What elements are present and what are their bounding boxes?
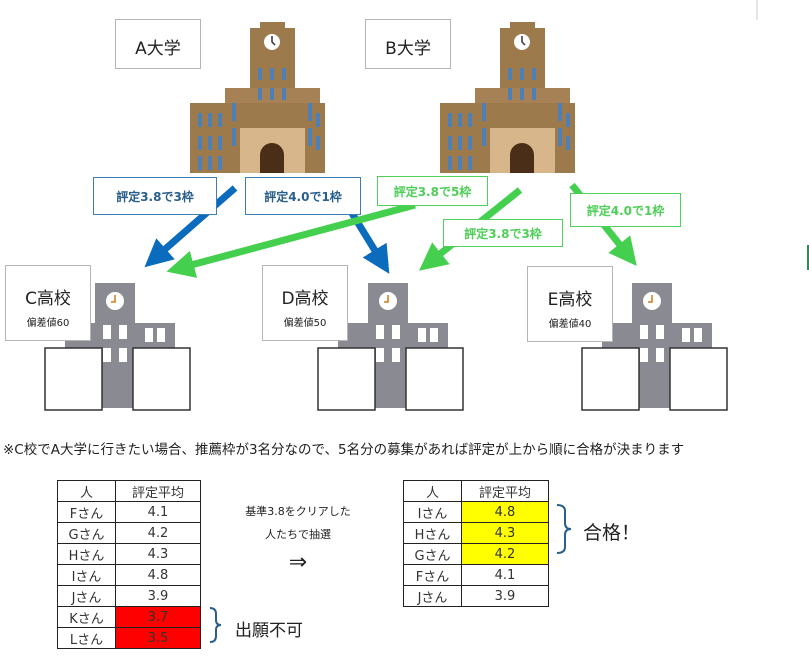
- cell: 3.9: [115, 585, 201, 607]
- arrow-a-c: [144, 185, 238, 268]
- rule-b-d: 評定3.8で3枠: [443, 219, 563, 247]
- cell: Hさん: [57, 543, 116, 565]
- cell: Kさん: [57, 606, 116, 628]
- cell: Iさん: [57, 564, 116, 586]
- middle-line1: 基準3.8をクリアした: [245, 505, 351, 518]
- university-b-building: [439, 21, 576, 174]
- school-name: C高校: [25, 289, 71, 309]
- school-deviation: 偏差値50: [283, 318, 327, 329]
- school-deviation: 偏差値40: [548, 319, 592, 330]
- cell: Gさん: [57, 522, 116, 544]
- passed-label: 合格！: [583, 522, 641, 544]
- passed-cell: 4.8: [461, 501, 549, 523]
- passed-cell: 4.2: [461, 543, 549, 565]
- cell: Iさん: [403, 501, 462, 523]
- rejected-brace-icon: [209, 607, 222, 643]
- middle-line2: 人たちで抽選: [265, 528, 331, 541]
- rule-b-c: 評定3.8で5枠: [377, 176, 488, 206]
- school-name: E高校: [547, 290, 593, 310]
- university-name: B大学: [385, 39, 431, 59]
- school-c-label: C高校偏差値60: [5, 265, 91, 341]
- school-d-label: D高校偏差値50: [262, 265, 348, 341]
- cell: Gさん: [403, 543, 462, 565]
- header-cell: 評定平均: [115, 480, 201, 502]
- header-cell: 人: [57, 480, 116, 502]
- university-a-label: A大学: [115, 19, 201, 69]
- cell: Hさん: [403, 522, 462, 544]
- cell: Fさん: [57, 501, 116, 523]
- header-cell: 人: [403, 480, 462, 502]
- right-arrow-icon: ⇒: [288, 550, 308, 575]
- table-header: 人評定平均: [57, 480, 201, 502]
- rule-b-e: 評定4.0で1枠: [570, 193, 681, 227]
- university-a-building: [189, 21, 326, 174]
- university-b-label: B大学: [365, 19, 451, 69]
- arrow-b-c: [166, 201, 416, 278]
- note-text: ※C校でA大学に行きたい場合、推薦枠が3名分なので、5名分の募集があれば評定が上…: [3, 442, 685, 458]
- passed-brace-icon: [556, 504, 572, 554]
- cell: Fさん: [403, 564, 462, 586]
- school-deviation: 偏差値60: [26, 318, 70, 329]
- cell: Lさん: [57, 627, 116, 649]
- header-cell: 評定平均: [461, 480, 549, 502]
- cell: 3.9: [461, 585, 549, 607]
- cell: 4.1: [461, 564, 549, 586]
- rejected-cell: 3.7: [115, 606, 201, 628]
- school-name: D高校: [281, 289, 329, 309]
- rejected-label: 出願不可: [235, 621, 303, 641]
- cell: Jさん: [403, 585, 462, 607]
- rejected-cell: 3.5: [115, 627, 201, 649]
- cell: 4.1: [115, 501, 201, 523]
- cell: 4.3: [115, 543, 201, 565]
- rule-a-d: 評定4.0で1枠: [245, 177, 361, 215]
- university-name: A大学: [135, 39, 181, 59]
- table-header: 人評定平均: [403, 480, 549, 502]
- school-e-label: E高校偏差値40: [527, 266, 613, 342]
- cell: 4.2: [115, 522, 201, 544]
- rule-a-c: 評定3.8で3枠: [93, 177, 217, 215]
- cell: Jさん: [57, 585, 116, 607]
- passed-cell: 4.3: [461, 522, 549, 544]
- cell: 4.8: [115, 564, 201, 586]
